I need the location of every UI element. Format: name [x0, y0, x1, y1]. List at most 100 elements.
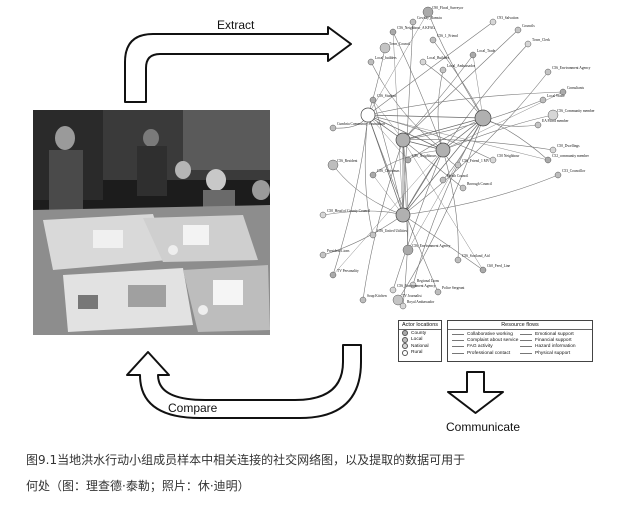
network-node [544, 156, 552, 164]
network-hub-node [395, 132, 411, 148]
figure-caption: 图9.1当地洪水行动小组成员样本中相关连接的社交网络图，以及提取的数据可用于 何… [26, 447, 626, 499]
node-label: C56_Scotland_Aid [462, 254, 490, 258]
node-label: Parish Council [447, 174, 468, 178]
node-label: C56_Environment Agency [412, 244, 451, 248]
node-label: Local Waste [547, 94, 565, 98]
node-label: Local_Trade [477, 49, 496, 53]
network-node [459, 184, 467, 192]
node-label: C90_Flood_Surveyor [432, 6, 464, 10]
node-label: C56_1_Friend [437, 34, 458, 38]
node-label: Councils [522, 24, 535, 28]
network-edge [402, 71, 549, 216]
network-node [402, 244, 414, 256]
network-node [369, 171, 377, 179]
network-node [559, 88, 567, 96]
network-edge [402, 117, 484, 141]
network-edge [367, 114, 409, 161]
network-edge [402, 139, 484, 271]
network-node [409, 281, 417, 289]
network-node [389, 28, 397, 36]
extract-arrow [124, 26, 504, 419]
network-edge [367, 21, 494, 116]
network-node [327, 159, 339, 171]
network-node [554, 171, 562, 179]
network-edge [397, 117, 484, 301]
network-node [434, 288, 442, 296]
network-node [329, 124, 337, 132]
network-node [399, 302, 407, 310]
local-swatch [402, 336, 408, 343]
network-edge [392, 31, 444, 151]
node-label: C56_Neighbours [412, 154, 437, 158]
network-node [389, 286, 397, 294]
node-label: Local_builders [375, 56, 397, 60]
network-node [369, 96, 377, 104]
network-node [544, 68, 552, 76]
network-node [489, 18, 497, 26]
network-node [469, 51, 477, 59]
node-label: Police Sergeant [442, 286, 464, 290]
network-edge [402, 29, 519, 141]
extract-label: Extract [217, 18, 255, 32]
network-edge [402, 174, 559, 216]
network-edge [402, 54, 474, 141]
workshop-photo [33, 110, 270, 335]
network-node [489, 156, 497, 164]
network-node [409, 18, 417, 26]
node-label: C56_Environment Agency [397, 284, 436, 288]
network-edge [367, 114, 444, 151]
node-label: Local_Ambassador [447, 64, 476, 68]
network-node [367, 58, 375, 66]
node-label: President Lions [327, 249, 350, 253]
network-edge [367, 114, 404, 216]
actor-legend-title: Actor locations [399, 321, 441, 330]
node-label: C50_Head of County Council [327, 209, 370, 213]
node-label: Town_Council [389, 42, 410, 46]
flow-financial: Financial support [520, 337, 588, 343]
network-node [319, 251, 327, 259]
network-edge [402, 43, 529, 216]
node-label: C56_Neighbour_A KFAG [397, 26, 435, 30]
node-label: Soup Kitchen [367, 294, 387, 298]
flow-collaborative: Collaborative working [452, 331, 520, 337]
flow-legend-title: Resource flows [448, 321, 592, 330]
compare-label: Compare [168, 401, 218, 415]
resource-flows-legend: Resource flows Collaborative working Com… [447, 320, 593, 362]
network-edge [392, 149, 444, 291]
national-swatch [402, 343, 408, 350]
node-label: Consultants [567, 86, 585, 90]
network-edge [442, 149, 459, 261]
network-node [419, 58, 427, 66]
network-edge [472, 54, 484, 119]
network-edge [402, 139, 554, 151]
network-node [439, 176, 447, 184]
network-edge [372, 174, 404, 216]
node-label: C52_community member [552, 154, 590, 158]
network-edge [332, 164, 404, 216]
network-node [547, 109, 559, 121]
node-label: Borough Council [467, 182, 492, 186]
caption-line-2: 何处（图：理查德·泰勒；照片：休·迪明） [26, 479, 250, 493]
node-label: C56_Community member [557, 109, 595, 113]
network-edge [367, 91, 564, 116]
network-edge [322, 214, 404, 256]
flow-hazard: Hazard information [520, 344, 588, 350]
flow-physical: Physical support [520, 350, 588, 356]
node-label: TV Personality [337, 269, 359, 273]
network-node [422, 6, 434, 18]
node-label: Cowbay_Ramstu [417, 16, 442, 20]
node-label: C56_Resident [337, 159, 357, 163]
flow-emotional: Emotional support [520, 331, 588, 337]
network-edge [367, 11, 429, 116]
communicate-label: Communicate [446, 420, 521, 434]
network-node [454, 161, 462, 169]
network-hub-node [474, 109, 492, 127]
network-edge [402, 139, 464, 189]
network-node [534, 121, 542, 129]
network-edge [427, 11, 484, 119]
node-label: C56_Friend_1 MV [462, 159, 490, 163]
network-edge [442, 114, 554, 151]
rural-swatch [402, 349, 408, 356]
network-edge [392, 31, 404, 216]
